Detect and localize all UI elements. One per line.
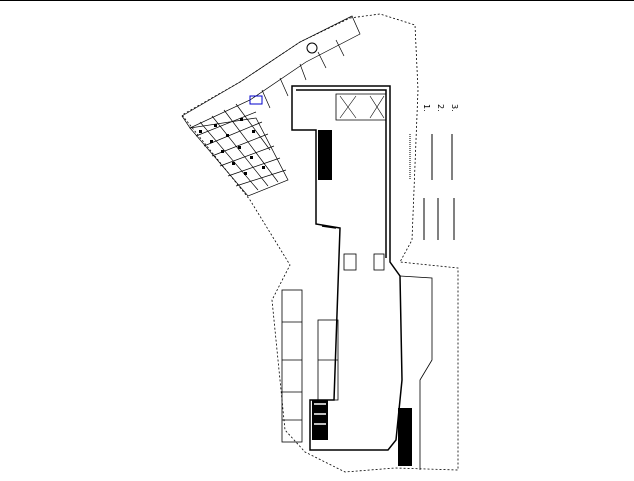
note-3: 3. [450,104,459,112]
blue-marker [249,95,263,105]
stall-blocks [281,289,339,443]
notes: 1. 2. 3. [422,104,459,112]
site-boundary [181,13,459,473]
note-1: 1. [422,104,431,112]
parking-marks [199,118,265,175]
parking-grid [181,15,361,197]
note-2: 2. [436,104,445,112]
building-outline [291,85,433,470]
legend-lines [409,134,455,240]
tree-symbol [306,42,318,54]
